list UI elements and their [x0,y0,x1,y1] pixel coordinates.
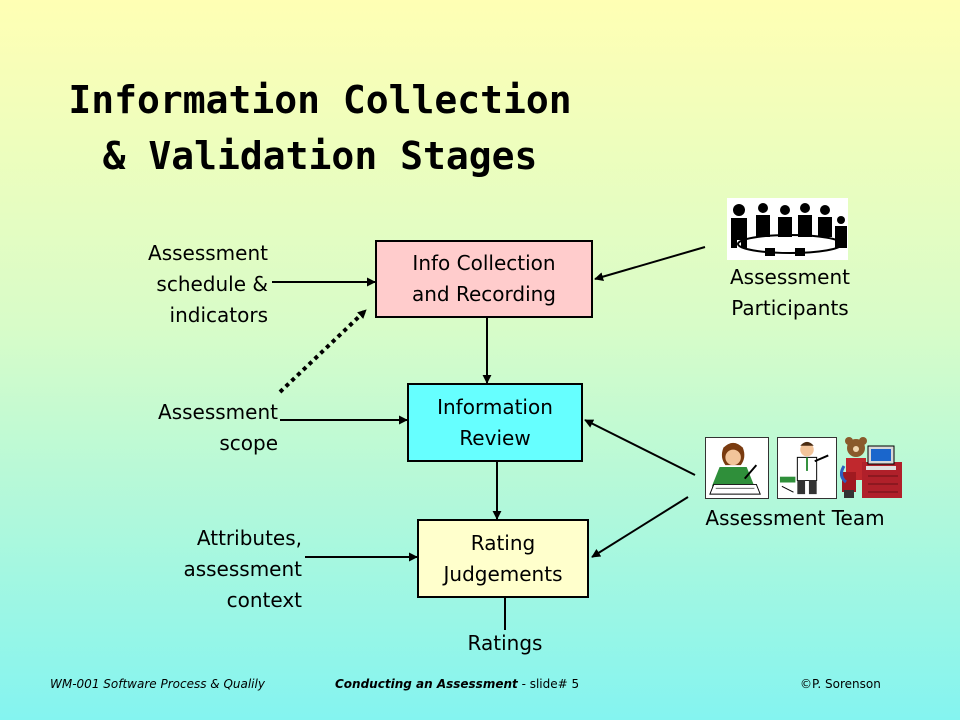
process-box-rating-judgements: Rating Judgements [417,519,589,598]
dotted-arrow-scope-to-collection [278,308,368,394]
footer-course: WM-001 Software Process & Qualily [50,677,265,691]
writer-clipart-icon [705,437,769,499]
scope-line-1: Assessment [158,400,278,424]
information-review-line-2: Review [459,425,531,450]
rating-judgements-line-1: Rating [470,530,536,555]
input-label-schedule: Assessment schedule & indicators [100,238,268,331]
attributes-line-1: Attributes, [196,526,302,550]
schedule-line-3: indicators [169,303,268,327]
arrow-team-to-review [584,419,696,476]
footer-slide-info: Conducting an Assessment - slide# 5 [335,677,579,691]
actor-assessment-team: Assessment Team [705,506,885,530]
output-label-ratings: Ratings [467,631,543,655]
footer-copyright: ©P. Sorenson [800,677,881,691]
info-collection-line-2: and Recording [411,282,556,306]
arrow-participants-to-collection [594,246,706,282]
input-label-attributes: Attributes, assessment context [130,523,302,616]
rating-judgements-line-2: Judgements [443,561,563,586]
page-title: Information Collection & Validation Stag… [40,72,600,184]
attributes-line-2: assessment [183,557,302,581]
computer-user-clipart-icon [840,437,902,498]
attributes-line-3: context [226,588,302,612]
title-line-1: Information Collection [68,78,572,122]
information-review-line-1: Information [437,394,553,419]
title-line-2: & Validation Stages [102,134,538,178]
participants-line-1: Assessment [730,265,850,289]
actor-assessment-participants: Assessment Participants [700,262,880,324]
info-collection-line-1: Info Collection [412,251,556,275]
process-box-info-collection: Info Collection and Recording [375,240,593,318]
arrow-team-to-rating [591,496,689,558]
presenter-clipart-icon [777,437,837,499]
meeting-people-icon [727,198,848,260]
input-label-scope: Assessment scope [110,397,278,459]
process-box-information-review: Information Review [407,383,583,462]
schedule-line-1: Assessment [148,241,268,265]
participants-line-2: Participants [731,296,849,320]
scope-line-2: scope [219,431,278,455]
footer-slide-number: - slide# 5 [517,677,580,691]
footer-section-title: Conducting an Assessment [335,677,518,691]
schedule-line-2: schedule & [156,272,268,296]
